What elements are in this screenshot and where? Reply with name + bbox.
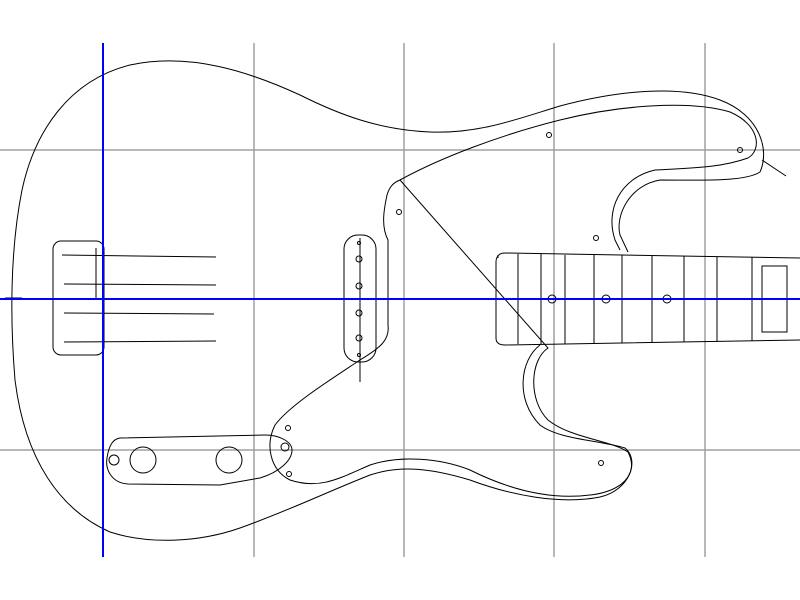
pole-piece [355, 255, 363, 263]
pole-piece [355, 309, 363, 317]
pickguard-outline[interactable] [269, 104, 757, 497]
volume-knob[interactable] [129, 446, 157, 474]
screw-hole [593, 235, 599, 241]
pole-piece [355, 282, 363, 290]
screw-hole [737, 147, 743, 153]
pole-piece [357, 353, 361, 357]
screw-hole [280, 442, 290, 452]
screw-hole [396, 209, 402, 215]
string-line [63, 283, 217, 286]
screw-hole [285, 425, 291, 431]
control-plate[interactable] [106, 434, 293, 486]
pole-piece [355, 334, 363, 342]
pole-piece [357, 241, 361, 245]
pickup[interactable] [343, 234, 377, 382]
jack-hole [108, 454, 120, 466]
screw-hole [546, 132, 552, 138]
string-line [61, 254, 217, 258]
screw-hole [598, 460, 604, 466]
screw-hole [286, 471, 292, 477]
control-plate-outline [106, 434, 293, 486]
string-line [63, 312, 215, 315]
string-line [63, 340, 217, 343]
tone-knob[interactable] [215, 446, 243, 474]
strap-button-marker [761, 159, 787, 177]
guitar-drawing[interactable] [5, 60, 800, 541]
axes [0, 43, 800, 557]
